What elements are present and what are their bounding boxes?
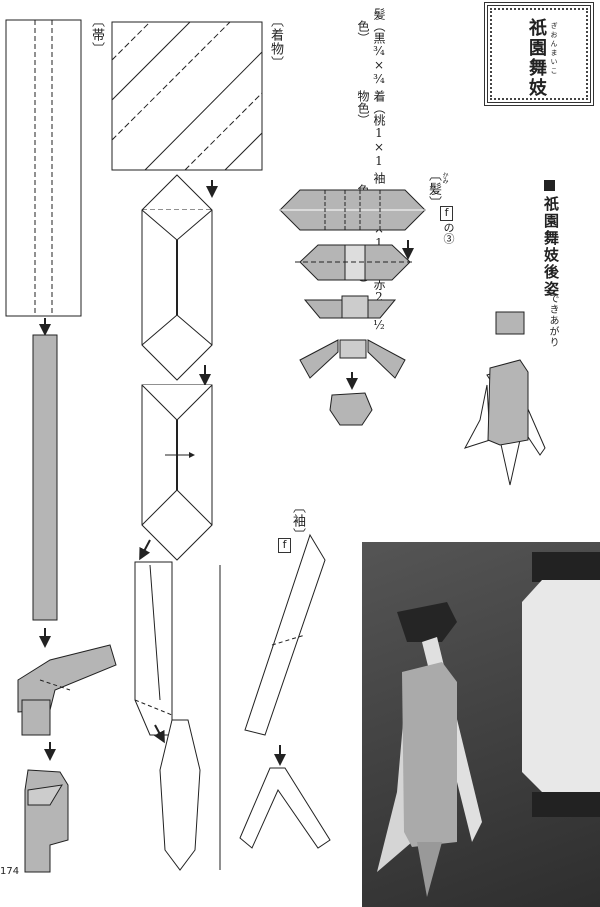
finished-photo <box>362 542 600 907</box>
hair-ref-box: f <box>440 206 453 221</box>
sleeve-step-2 <box>239 767 331 849</box>
obi-label: 〔帯〕 <box>89 14 104 56</box>
hair-ruby: かみ <box>441 172 448 184</box>
kimono-step-2 <box>141 174 213 381</box>
kimono-label: 〔着物〕 <box>268 14 283 70</box>
material-item: 髪（黒色）¾×¾ <box>356 8 386 86</box>
kimono-step-4 <box>134 561 173 736</box>
material-item: 着物（桃色）1×1 <box>356 90 386 168</box>
hair-step-1 <box>279 189 426 231</box>
hair-label: 〔髪〕 <box>426 168 441 210</box>
hair-step-2 <box>295 244 415 281</box>
finished-label: できあがり <box>547 293 558 348</box>
page-number: 174 <box>0 866 20 877</box>
kimono-step-1 <box>111 21 263 171</box>
title-text: 祇園舞妓 <box>526 18 547 98</box>
title-frame <box>484 2 594 106</box>
obi-step-2 <box>32 334 58 621</box>
arrow-icon <box>153 724 165 744</box>
sleeve-label: 〔袖〕 <box>290 500 305 542</box>
obi-step-1 <box>5 19 82 317</box>
hair-step-4 <box>299 339 406 379</box>
hair-step-5 <box>329 392 373 426</box>
hair-ref-step: の③ <box>442 222 455 244</box>
heading-square-icon <box>544 180 555 191</box>
hair-step-3 <box>303 295 397 319</box>
sleeve-ref-box: f <box>278 538 291 553</box>
arrow-icon <box>139 539 151 561</box>
kimono-step-3 <box>141 384 213 561</box>
sleeve-step-1 <box>244 533 326 736</box>
title-ruby: ぎおんまいこ <box>550 22 558 76</box>
section-heading: 祇園舞妓後姿 <box>542 196 560 298</box>
obi-step-4 <box>24 769 69 873</box>
kimono-step-5 <box>159 719 201 871</box>
photo-content <box>377 552 600 897</box>
obi-step-3 <box>17 644 117 736</box>
finished-figure <box>463 311 546 486</box>
